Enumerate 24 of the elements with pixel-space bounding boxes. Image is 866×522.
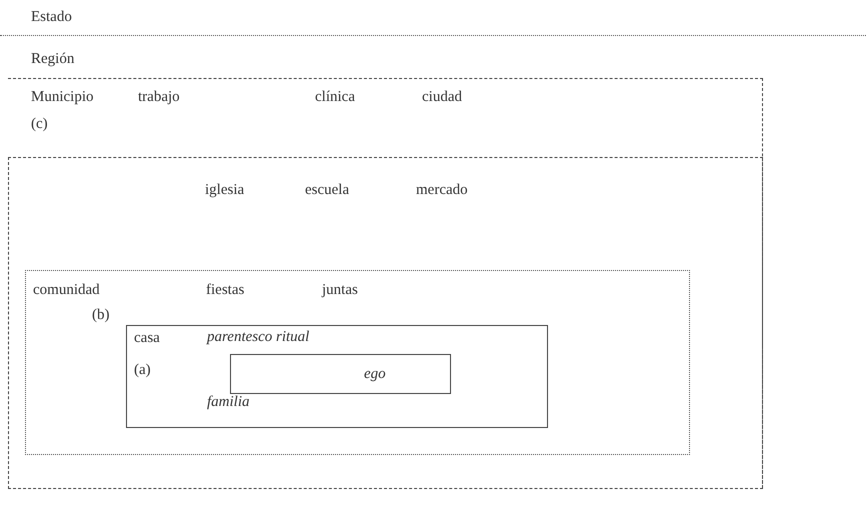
region-label: clínica: [315, 90, 355, 105]
ego-box: [230, 354, 451, 394]
region-label: (b): [92, 308, 110, 323]
region-label: ciudad: [422, 90, 462, 105]
dashed-region: [8, 157, 763, 489]
region-label: fiestas: [206, 283, 244, 298]
dashed-region: [8, 78, 763, 488]
region-label: (a): [134, 363, 151, 378]
region-label: familia: [207, 395, 250, 410]
region-label: trabajo: [138, 90, 180, 105]
dotted-region: [25, 270, 690, 455]
region-label: mercado: [416, 183, 468, 198]
region-label: escuela: [305, 183, 350, 198]
region-label: iglesia: [205, 183, 244, 198]
region-label: juntas: [322, 283, 358, 298]
region-label: parentesco ritual: [207, 330, 310, 345]
region-label: ego: [364, 367, 386, 382]
region-label: comunidad: [33, 283, 100, 298]
region-label: Municipio: [31, 90, 94, 105]
house-box: [126, 325, 548, 428]
region-label: casa: [134, 331, 160, 346]
region-label: (c): [31, 117, 48, 132]
region-label: Estado: [31, 10, 72, 25]
region-label: Región: [31, 52, 74, 67]
